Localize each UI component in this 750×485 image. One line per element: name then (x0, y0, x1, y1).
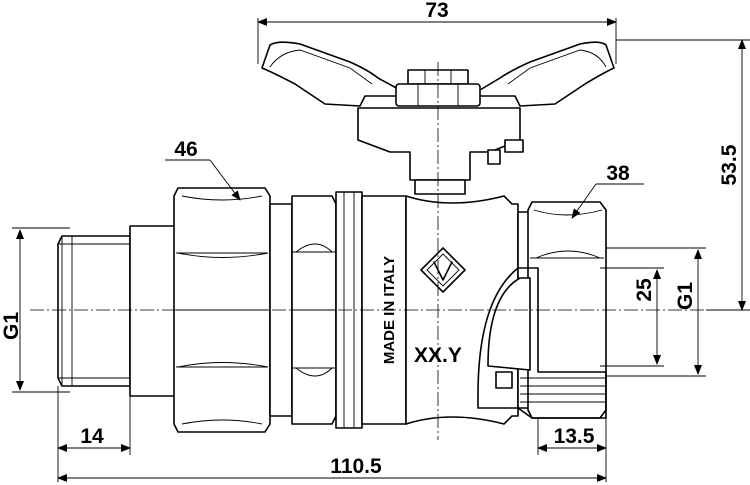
length-14-label: 14 (80, 425, 104, 448)
dimension-25 (600, 267, 664, 367)
diameter-25-label: 25 (633, 278, 656, 302)
thread-g1-right-label: G1 (674, 282, 697, 310)
leader-38 (571, 183, 644, 219)
dimension-g1-left (12, 227, 70, 393)
dimension-g1-right (606, 247, 706, 377)
leader-46 (165, 159, 241, 201)
length-110-5-label: 110.5 (330, 455, 382, 478)
dimension-13-5 (537, 418, 607, 482)
center-lines (30, 62, 705, 440)
union-hex-nut (173, 187, 293, 433)
brand-logo (420, 247, 466, 293)
dimension-14 (57, 386, 131, 482)
dimension-right (616, 39, 750, 311)
thread-g1-left-label: G1 (0, 312, 23, 340)
dimension-top (257, 18, 617, 64)
dimension-73-label: 73 (425, 0, 448, 22)
hex-38-label: 38 (606, 162, 630, 185)
left-male-thread (57, 225, 179, 397)
hex-46-label: 46 (174, 138, 197, 161)
height-53-5-label: 53.5 (718, 144, 741, 185)
length-13-5-label: 13.5 (554, 425, 595, 448)
